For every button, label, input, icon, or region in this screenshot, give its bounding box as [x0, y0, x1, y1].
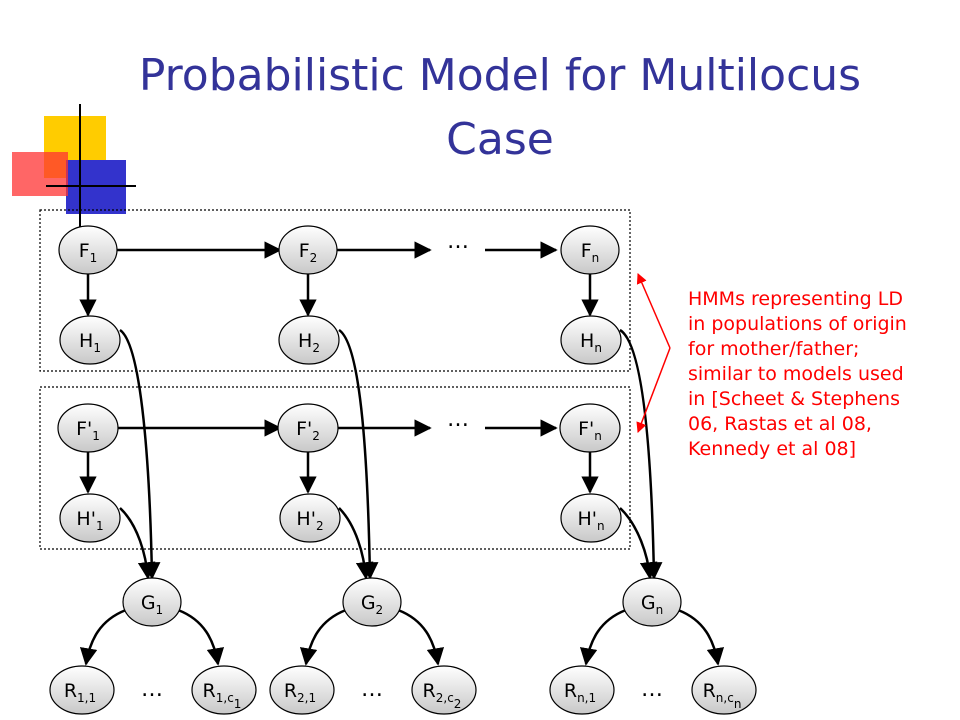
node-r-2-c2: R2,c2 [411, 665, 477, 715]
svg-text:H2: H2 [298, 330, 320, 355]
svg-text:Rn,1: Rn,1 [564, 680, 596, 705]
ellipsis-rn: … [641, 677, 663, 702]
slide-title: Probabilistic Model for Multilocus Case [138, 50, 862, 165]
edge-h1-g1 [119, 328, 161, 580]
svg-text:Hn: Hn [580, 330, 602, 355]
node-r-n-cn: Rn,cn [691, 665, 757, 715]
edge-hp1-g1 [119, 507, 156, 580]
edge-g2-r21 [299, 608, 347, 666]
svg-text:Gn: Gn [641, 592, 663, 617]
mother-hmm-box [39, 209, 631, 372]
edge-hp2-g2 [338, 507, 374, 580]
node-r-n-1: Rn,1 [549, 665, 615, 715]
svg-text:F'1: F'1 [76, 418, 100, 443]
svg-text:H'2: H'2 [296, 508, 323, 533]
node-hprime2: H'2 [279, 493, 341, 543]
ellipsis-r1: … [141, 677, 163, 702]
node-hprime1: H'1 [59, 493, 121, 543]
svg-text:Rn,cn: Rn,cn [703, 680, 742, 711]
node-r-1-c1: R1,c1 [191, 665, 257, 715]
node-r-1-1: R1,1 [49, 665, 115, 715]
svg-text:H1: H1 [79, 330, 101, 355]
node-gn: Gn [622, 577, 682, 627]
svg-text:R1,c1: R1,c1 [203, 680, 242, 711]
node-fprimen: F'n [559, 403, 621, 453]
edge-gn-rn1 [579, 608, 627, 666]
node-r-2-1: R2,1 [269, 665, 335, 715]
annotation-text: HMMs representing LD in populations of o… [688, 288, 907, 460]
ellipsis-top: … [447, 229, 469, 254]
edge-h2-g2 [338, 328, 379, 580]
svg-text:F1: F1 [79, 240, 98, 265]
svg-text:R2,c2: R2,c2 [423, 680, 462, 711]
node-fprime2: F'2 [277, 403, 339, 453]
edges [79, 241, 725, 666]
svg-text:H'n: H'n [577, 508, 604, 533]
edge-gn-rnc [677, 608, 725, 666]
ellipsis-r2: … [361, 677, 383, 702]
corner-decoration [12, 104, 136, 240]
node-fn: Fn [560, 225, 620, 275]
svg-text:G2: G2 [361, 592, 383, 617]
node-f2: F2 [278, 225, 338, 275]
edge-g2-r2c [397, 608, 445, 666]
node-h2: H2 [278, 315, 340, 365]
svg-text:F'n: F'n [578, 418, 602, 443]
svg-text:H'1: H'1 [76, 508, 103, 533]
node-h1: H1 [59, 315, 121, 365]
node-hprimen: H'n [560, 493, 622, 543]
edge-g1-r1c [177, 608, 225, 666]
svg-text:R1,1: R1,1 [64, 680, 96, 705]
node-f1: F1 [58, 225, 118, 275]
svg-text:F2: F2 [299, 240, 318, 265]
svg-text:R2,1: R2,1 [284, 680, 316, 705]
annotation-arrows [636, 273, 671, 433]
edge-hn-gn [619, 328, 663, 580]
edge-hpn-gn [619, 507, 658, 580]
svg-text:Fn: Fn [581, 240, 600, 265]
svg-text:F'2: F'2 [296, 418, 320, 443]
ellipsis-middle: … [447, 407, 469, 432]
svg-text:G1: G1 [141, 592, 163, 617]
node-hn: Hn [560, 315, 622, 365]
edge-g1-r11 [79, 608, 127, 666]
node-g2: G2 [342, 577, 402, 627]
node-g1: G1 [122, 577, 182, 627]
node-fprime1: F'1 [57, 403, 119, 453]
